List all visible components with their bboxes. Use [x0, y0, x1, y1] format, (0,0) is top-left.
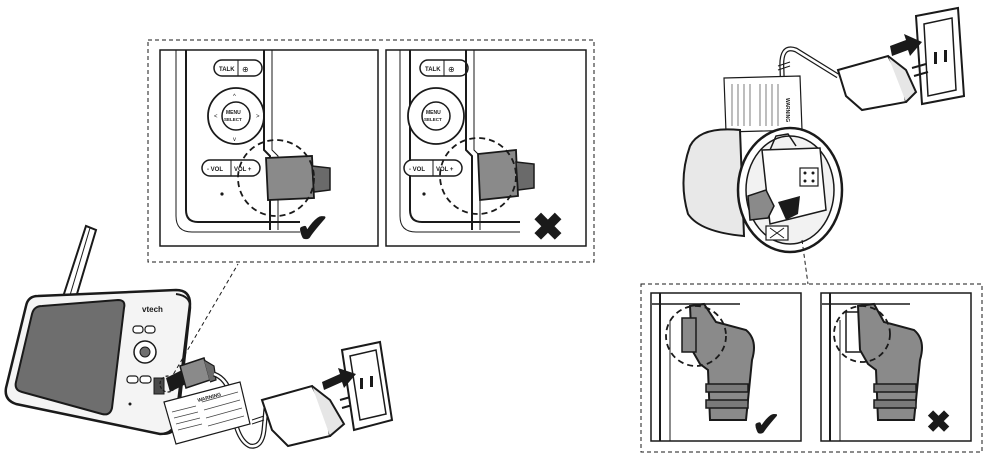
power-adapter-left: [260, 384, 357, 448]
vol-minus-small: [126, 375, 139, 384]
svg-text:<: <: [214, 114, 218, 120]
svg-text:WARNING: WARNING: [784, 98, 790, 122]
power-adapter-right: [836, 54, 929, 112]
svg-text:⊕: ⊕: [242, 65, 249, 74]
check-mark-parent: ✔: [296, 207, 330, 251]
vol-plus-small: [139, 375, 152, 384]
svg-text:^: ^: [233, 94, 236, 100]
svg-text:MENU: MENU: [226, 110, 241, 116]
svg-text:SELECT: SELECT: [424, 117, 442, 122]
plug-camera: [747, 189, 775, 221]
wall-outlet-left: [322, 340, 394, 432]
panel-correct-parent: TALK ⊕ MENU SELECT ^ v < > - VOL VOL + ✔: [159, 49, 379, 251]
panel-correct-camera: ✔: [650, 292, 802, 444]
svg-text:- VOL: - VOL: [207, 167, 223, 173]
talk-label: TALK: [219, 67, 235, 73]
svg-text:⊕: ⊕: [448, 65, 455, 74]
zoom-button-small: [144, 325, 156, 334]
svg-text:VOL +: VOL +: [436, 167, 454, 173]
panel-incorrect-parent: TALK ⊕ MENU SELECT - VOL VOL + ✖: [385, 49, 587, 249]
cross-mark-camera: ✖: [926, 406, 951, 439]
talk-button-small: [132, 325, 144, 334]
cross-mark-parent: ✖: [532, 207, 564, 249]
check-mark-camera: ✔: [752, 406, 781, 444]
svg-text:TALK: TALK: [425, 67, 441, 73]
svg-text:>: >: [256, 114, 260, 120]
antenna: [60, 224, 98, 306]
display-screen: [14, 298, 126, 416]
panel-incorrect-camera: ✖: [820, 292, 972, 442]
camera-unit: [682, 126, 844, 254]
svg-text:- VOL: - VOL: [409, 167, 425, 173]
svg-text:VOL +: VOL +: [234, 167, 252, 173]
warning-tag-right: WARNING: [723, 75, 803, 133]
parent-unit: vtech: [4, 224, 192, 436]
svg-text:MENU: MENU: [426, 110, 441, 116]
usb-plug-parent: [166, 357, 269, 449]
svg-text:v: v: [233, 137, 236, 143]
warning-tag-left: WARNING: [163, 381, 251, 445]
brand-label: vtech: [142, 305, 163, 314]
svg-text:SELECT: SELECT: [224, 117, 242, 122]
